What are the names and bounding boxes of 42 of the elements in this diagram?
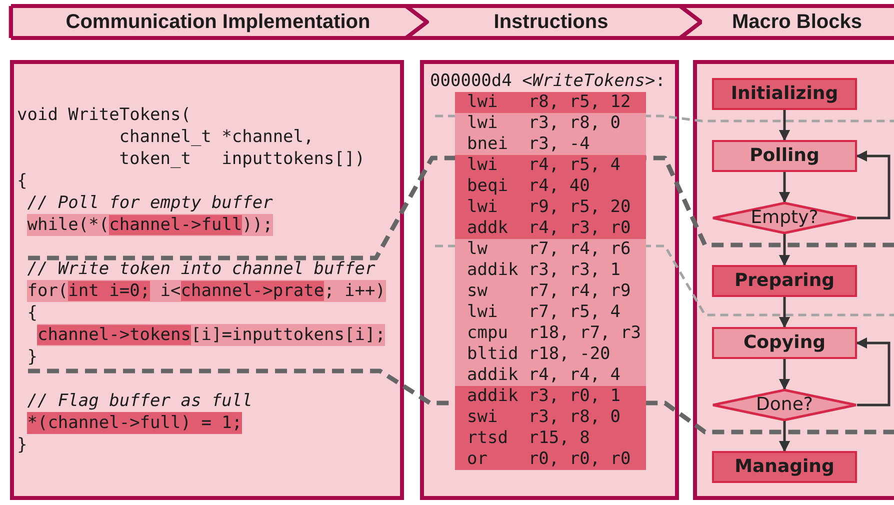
arrow [778, 421, 790, 452]
code-comment: // Write token into channel buffer [27, 258, 376, 280]
decision-diamond [712, 202, 857, 234]
code-line: } [27, 346, 38, 368]
code-line: void WriteTokens( [17, 104, 191, 126]
code-line: token_t inputtokens[]) [119, 148, 365, 170]
arrow [778, 297, 790, 328]
code-line: { [17, 170, 28, 192]
code-line: channel_t *channel, [119, 126, 314, 148]
chevron-band [8, 3, 432, 41]
code-comment: // Poll for empty buffer [27, 192, 273, 214]
process-box [712, 265, 857, 297]
decision-label: Empty? [750, 207, 818, 229]
step-label: Copying [743, 332, 826, 354]
section-title: Instructions [494, 11, 608, 33]
code-comment: // Flag buffer as full [27, 390, 252, 412]
process-box [712, 140, 857, 172]
step-label: Initializing [730, 83, 838, 105]
step-label: Preparing [734, 270, 835, 292]
process-box [712, 451, 857, 483]
arrow [778, 172, 790, 204]
flowchart-panel [693, 60, 894, 500]
arrow [778, 234, 790, 266]
code-panel [10, 60, 404, 500]
chevron-band [432, 3, 702, 41]
step-label: Managing [734, 456, 834, 478]
arrow [856, 337, 890, 406]
decision-label: Done? [756, 394, 813, 416]
process-box [712, 327, 857, 359]
chevron-band [702, 3, 894, 41]
section-title: Communication Implementation [66, 11, 370, 33]
arrow [778, 359, 790, 390]
function-label: 000000d4 <WriteTokens>: [430, 70, 666, 92]
section-title: Macro Blocks [732, 11, 862, 33]
code-line: } [17, 434, 28, 456]
process-box [712, 78, 857, 110]
arrow [778, 110, 790, 142]
instruction-panel [420, 60, 679, 500]
arrow [856, 150, 890, 220]
decision-diamond [712, 389, 857, 421]
step-label: Polling [750, 145, 820, 167]
code-line: { [27, 302, 38, 324]
